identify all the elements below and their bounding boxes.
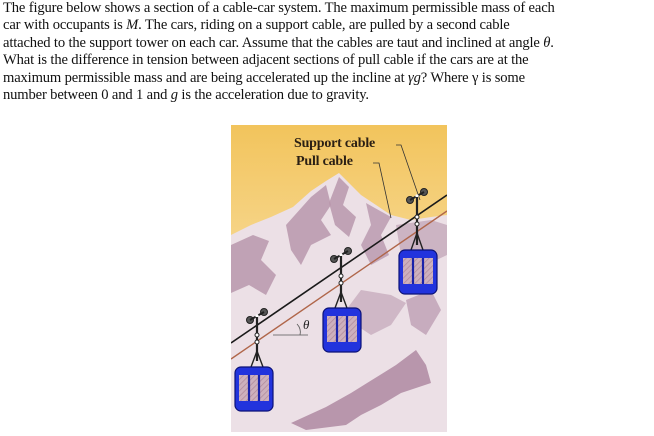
problem-line-3: attached to the support tower on each ca…	[3, 35, 654, 52]
mountain-shadow-lower	[291, 350, 431, 430]
pull-cable-label: Pull cable	[296, 154, 353, 169]
variable-gamma: γ	[471, 69, 479, 86]
pull-cable-leader	[373, 162, 392, 219]
cable-car-figure: Support cable Pull cable θ	[231, 125, 447, 432]
cable-car-2	[322, 247, 362, 353]
support-cable-label: Support cable	[294, 136, 376, 151]
support-cable	[231, 194, 447, 344]
problem-line-2-rest: . The cars, riding on a support cable, a…	[138, 17, 510, 34]
problem-line-6: number between 0 and 1 and g is the acce…	[3, 87, 654, 104]
problem-line-6-rest: is the acceleration due to gravity.	[177, 87, 369, 104]
variable-g: g	[170, 87, 178, 104]
problem-line-3-rest: .	[550, 34, 554, 51]
angle-theta-label: θ	[303, 317, 310, 332]
mountain-shadow	[286, 185, 331, 265]
problem-line-5: maximum permissible mass and are being a…	[3, 70, 654, 87]
cable-car-3	[398, 188, 438, 295]
problem-line-5-text: maximum permissible mass and are being a…	[3, 69, 409, 86]
variable-theta: θ	[543, 34, 551, 51]
problem-line-3-text: attached to the support tower on each ca…	[3, 34, 544, 51]
support-cable-leader	[396, 144, 421, 201]
mountain-shadow	[329, 177, 356, 237]
problem-statement: The figure below shows a section of a ca…	[3, 0, 654, 104]
problem-line-4: What is the difference in tension betwee…	[3, 52, 529, 69]
mountain-shadow	[231, 235, 276, 295]
mountain-shadow-lower	[406, 290, 441, 335]
cable-car-1	[234, 308, 274, 412]
problem-line-5-mid: ? Where	[420, 69, 472, 86]
problem-line-5-rest: is some	[478, 69, 525, 86]
problem-line-2-text: car with occupants is	[3, 17, 127, 34]
problem-line-6-text: number between 0 and 1 and	[3, 87, 171, 104]
angle-arc	[296, 323, 301, 336]
variable-M: M	[126, 17, 139, 34]
problem-line-2: car with occupants is M. The cars, ridin…	[3, 17, 654, 34]
cable-car-illustration	[231, 125, 447, 432]
problem-line-1: The figure below shows a section of a ca…	[3, 0, 555, 16]
pull-cable	[231, 210, 447, 360]
variable-gamma-g: γg	[408, 69, 421, 86]
